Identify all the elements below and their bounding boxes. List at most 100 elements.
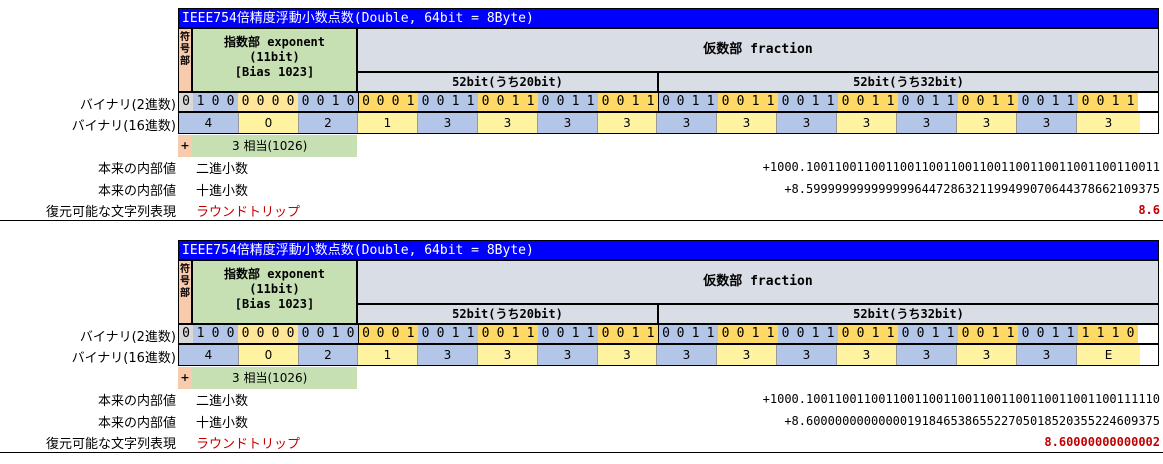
hex-cell: 3: [776, 345, 836, 365]
binary-fraction-value: +1000.1001100110011001100110011001100110…: [762, 392, 1160, 406]
hex-cell: 3: [896, 345, 956, 365]
bit-cell: 1: [1063, 93, 1078, 111]
hex-cell: E: [1076, 345, 1140, 365]
bit-cell: 0: [658, 325, 673, 343]
hex-label: バイナリ(16進数): [71, 119, 176, 134]
bit-cell: 1: [703, 93, 718, 111]
bit-cell: 1: [1078, 325, 1093, 343]
hex-cell: 3: [656, 345, 716, 365]
bit-cell: 0: [838, 325, 853, 343]
bit-cell: 0: [373, 325, 388, 343]
hex-cell: 3: [1016, 113, 1076, 133]
bit-cell: 1: [868, 93, 883, 111]
hex-cell: 3: [776, 113, 836, 133]
bit-cell: 0: [388, 93, 403, 111]
hex-cell: 3: [1076, 113, 1140, 133]
bit-cell: 0: [358, 325, 373, 343]
bit-cell: 0: [268, 325, 283, 343]
bit-cell: 0: [913, 93, 928, 111]
bit-cell: 0: [433, 325, 448, 343]
bit-cell: 0: [913, 325, 928, 343]
bit-cell: 1: [808, 325, 823, 343]
bit-cell: 0: [1018, 93, 1033, 111]
decimal-fraction-value: +8.5999999999999996447286321199499070644…: [784, 182, 1160, 196]
bit-cell: 0: [613, 93, 628, 111]
bit-cell: 0: [733, 325, 748, 343]
internal-value-label: 本来の内部値: [97, 416, 176, 431]
fraction-subheader-32bit: 52bit(うち32bit): [658, 72, 1159, 92]
bit-cell: 1: [403, 325, 418, 343]
bit-cell: 1: [1123, 93, 1138, 111]
exponent-header-line: 指数部 exponent: [223, 35, 326, 49]
hex-label: バイナリ(16進数): [71, 351, 176, 366]
bit-cell: 1: [1063, 325, 1078, 343]
sign-header-char: 部: [180, 56, 190, 67]
hex-cell: 3: [477, 345, 537, 365]
roundtrip-value: 8.6: [1138, 203, 1160, 217]
bit-cell: 0: [313, 325, 328, 343]
bit-cell: 1: [1108, 93, 1123, 111]
fraction-header: 仮数部 fraction: [357, 260, 1159, 304]
bit-cell: 0: [958, 93, 973, 111]
bit-cell: 0: [673, 93, 688, 111]
bit-cell: 1: [523, 93, 538, 111]
bit-cell: 1: [688, 325, 703, 343]
fraction-subheader-20bit: 52bit(うち20bit): [357, 72, 658, 92]
bit-cell: 0: [283, 93, 298, 111]
hex-cell: 3: [836, 345, 896, 365]
bit-cell: 1: [193, 325, 208, 343]
bit-cell: 1: [463, 93, 478, 111]
hex-cell: 3: [956, 345, 1016, 365]
binary-fraction-value: +1000.1001100110011001100110011001100110…: [762, 160, 1160, 174]
bit-cell: 1: [583, 325, 598, 343]
bit-cell: 0: [793, 325, 808, 343]
bit-cell: 0: [433, 93, 448, 111]
sign-header: 符号部: [178, 28, 192, 92]
bit-cell: 0: [283, 325, 298, 343]
bit-cell: 0: [1078, 93, 1093, 111]
bit-cell: 1: [568, 325, 583, 343]
bit-cell: 1: [988, 93, 1003, 111]
bit-cell: 1: [763, 93, 778, 111]
block-bottom-border: [0, 452, 1163, 453]
bit-cell: 1: [1093, 325, 1108, 343]
bit-cell: 0: [298, 325, 313, 343]
exponent-header: 指数部 exponent(11bit)[Bias 1023]: [192, 28, 357, 92]
bit-cell: 0: [598, 93, 613, 111]
bit-cell: 1: [328, 93, 343, 111]
exponent-header-line: [Bias 1023]: [234, 65, 315, 79]
bit-cell: 0: [373, 93, 388, 111]
roundtrip-kind: ラウンドトリップ: [196, 437, 301, 452]
bit-cell: 1: [823, 93, 838, 111]
sign-header-char: 号: [180, 276, 190, 287]
bit-cell: 1: [193, 93, 208, 111]
bit-cell: 1: [1048, 325, 1063, 343]
fraction-subheader-20bit: 52bit(うち20bit): [357, 304, 658, 324]
bit-cell: 1: [883, 325, 898, 343]
sign-header-char: 部: [180, 288, 190, 299]
bit-cell: 0: [478, 93, 493, 111]
exponent-header-line: (11bit): [249, 282, 300, 296]
bit-cell: 1: [568, 93, 583, 111]
bit-cell: 0: [898, 93, 913, 111]
bit-cell: 1: [523, 325, 538, 343]
bit-cell: 0: [898, 325, 913, 343]
bit-cell: 1: [508, 93, 523, 111]
binary-kind: 二進小数: [196, 162, 249, 177]
sign-plus: +: [178, 367, 192, 389]
bit-cell: 0: [733, 93, 748, 111]
bit-cell: 0: [253, 93, 268, 111]
bit-cell: 0: [179, 93, 193, 111]
bit-cell: 0: [538, 93, 553, 111]
bit-cell: 1: [463, 325, 478, 343]
bit-cell: 1: [748, 93, 763, 111]
block-title: IEEE754倍精度浮動小数点数(Double, 64bit = 8Byte): [178, 240, 1159, 260]
hex-cell: 4: [179, 345, 238, 365]
bit-cell: 1: [643, 325, 658, 343]
bit-cell: 0: [553, 325, 568, 343]
bit-cell: 0: [493, 93, 508, 111]
hex-cell: 3: [716, 113, 776, 133]
bit-cell: 0: [253, 325, 268, 343]
hex-cell: 3: [537, 345, 597, 365]
